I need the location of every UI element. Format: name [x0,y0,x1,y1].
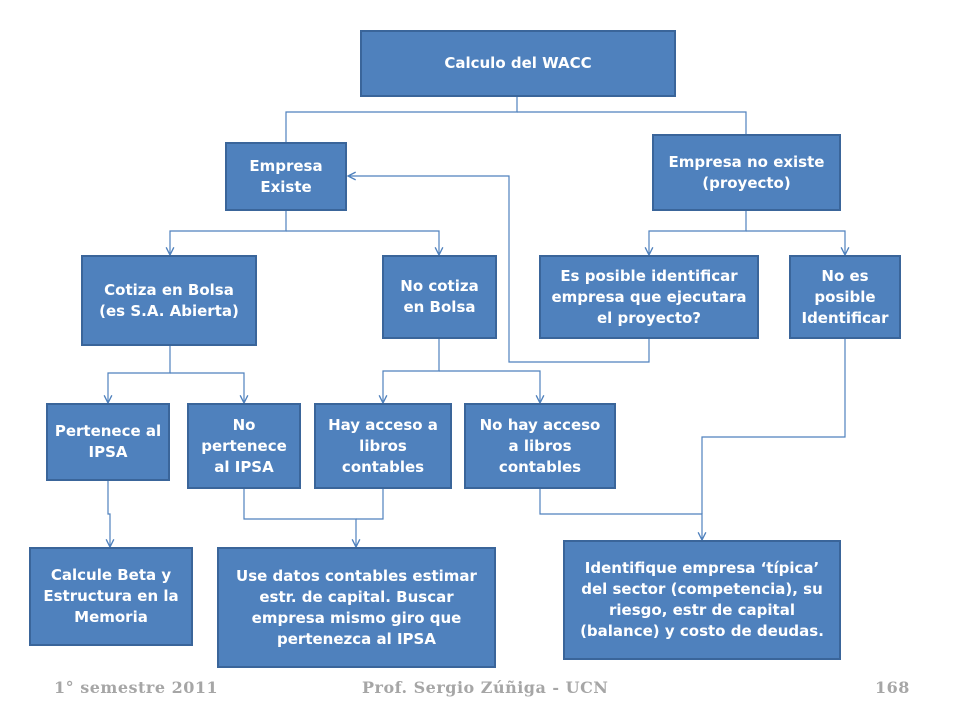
connector-no-es-posible-identifique [701,339,846,514]
node-empresa-existe-label: Empresa Existe [249,156,323,196]
connector-cotiza-pertenece [108,346,171,403]
connector-existe-cotiza [170,211,287,255]
node-no-cotiza: No cotiza en Bolsa [382,255,497,339]
node-calculo-wacc: Calculo del WACC [360,30,676,97]
connector-no-pertenece-use-datos [243,489,356,547]
footer-semester: 1° semestre 2011 [54,678,219,697]
node-no-es-posible: No es posible Identificar [789,255,901,339]
node-use-datos-contables-label: Use datos contables estimar estr. de cap… [236,566,477,648]
footer-author: Prof. Sergio Zúñiga - UCN [362,678,609,697]
connector-no-existe-es-posible [649,211,747,255]
node-no-es-posible-label: No es posible Identificar [801,266,889,327]
node-es-posible-identificar: Es posible identificar empresa que ejecu… [539,255,759,339]
node-empresa-existe: Empresa Existe [225,142,347,211]
connector-no-cotiza-no-hay-acceso [439,370,540,403]
node-empresa-no-existe: Empresa no existe (proyecto) [652,134,841,211]
connector-no-existe-no-es-posible [746,230,845,255]
node-calcule-beta: Calcule Beta y Estructura en la Memoria [29,547,193,646]
node-identifique-empresa: Identifique empresa ‘típica’ del sector … [563,540,841,660]
node-no-pertenece-ipsa-label: No pertenece al IPSA [201,415,287,476]
connector-cotiza-no-pertenece [170,372,244,403]
connector-existe-no-cotiza [286,230,439,255]
node-pertenece-ipsa-label: Pertenece al IPSA [54,422,162,461]
node-no-pertenece-ipsa: No pertenece al IPSA [187,403,301,489]
node-cotiza-en-bolsa-label: Cotiza en Bolsa (es S.A. Abierta) [99,280,239,320]
connector-no-cotiza-hay-acceso [383,339,440,403]
node-pertenece-ipsa: Pertenece al IPSA [46,403,170,481]
node-hay-acceso: Hay acceso a libros contables [314,403,452,489]
node-calculo-wacc-label: Calculo del WACC [444,54,592,72]
connector-no-hay-acceso-identifique [539,489,702,540]
footer-page-number: 168 [875,678,910,697]
node-calcule-beta-label: Calcule Beta y Estructura en la Memoria [43,566,179,626]
node-empresa-no-existe-label: Empresa no existe (proyecto) [668,152,825,192]
node-no-hay-acceso: No hay acceso a libros contables [464,403,616,489]
connector-es-posible-to-existe [348,176,650,363]
connector-root-empresa-existe [285,97,518,142]
connector-root-empresa-no-existe [517,111,747,134]
connector-hay-acceso-use-datos [356,489,384,520]
node-identifique-empresa-label: Identifique empresa ‘típica’ del sector … [580,559,824,640]
node-hay-acceso-label: Hay acceso a libros contables [328,415,438,476]
node-cotiza-en-bolsa: Cotiza en Bolsa (es S.A. Abierta) [81,255,257,346]
node-no-cotiza-label: No cotiza en Bolsa [400,277,479,316]
connector-pertenece-calcule-beta [108,481,110,547]
node-use-datos-contables: Use datos contables estimar estr. de cap… [217,547,496,668]
node-es-posible-identificar-label: Es posible identificar empresa que ejecu… [551,266,747,327]
node-no-hay-acceso-label: No hay acceso a libros contables [479,415,601,476]
